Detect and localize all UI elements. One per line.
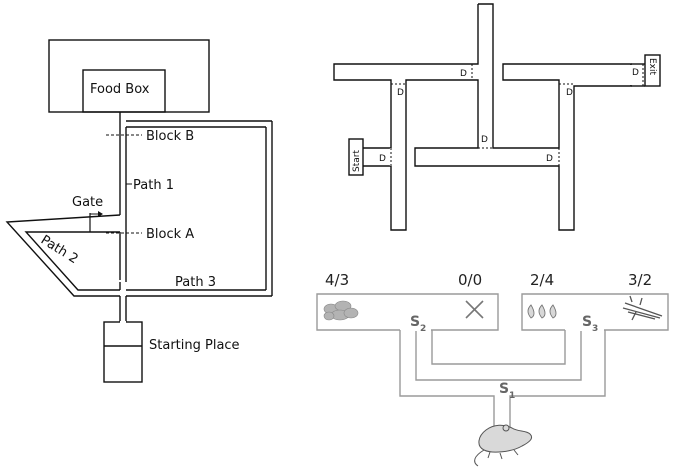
path-3-label: Path 3	[175, 275, 216, 290]
food-box-inner	[82, 69, 166, 113]
s3-label: S	[582, 314, 592, 330]
door-7: D	[632, 68, 639, 78]
gate-label: Gate	[72, 195, 103, 210]
value-2-4: 2/4	[530, 271, 554, 289]
choice-tree	[316, 293, 669, 432]
path-2-label: Path 2	[38, 233, 81, 267]
start-box	[348, 138, 364, 176]
rat-icon	[474, 424, 533, 467]
s1-label: S	[499, 381, 509, 397]
food-box-label: Food Box	[90, 82, 150, 97]
starting-place-box	[103, 321, 143, 383]
exit-label: Exit	[647, 58, 657, 76]
door-5: D	[546, 154, 553, 164]
cross-icon	[465, 300, 484, 319]
door-3: D	[379, 154, 386, 164]
s2-subscript: 2	[420, 324, 426, 334]
s2-label: S	[410, 314, 420, 330]
value-3-2: 3/2	[628, 271, 652, 289]
doors	[390, 64, 644, 166]
seeds-icon	[527, 304, 557, 319]
maze-panel-b	[333, 3, 661, 231]
door-6: D	[566, 88, 573, 98]
gate-arrowhead	[98, 211, 103, 217]
s1-subscript: 1	[509, 391, 515, 401]
start-label: Start	[352, 150, 362, 172]
exit-box	[644, 54, 661, 87]
maze-panel-a	[5, 39, 273, 383]
starting-place-label: Starting Place	[149, 338, 240, 353]
value-4-3: 4/3	[325, 271, 349, 289]
food-box-outer	[48, 39, 210, 113]
door-1: D	[460, 69, 467, 79]
door-4: D	[481, 135, 488, 145]
path-1-label: Path 1	[133, 178, 174, 193]
insect-icon	[622, 295, 663, 321]
block-a-label: Block A	[146, 227, 194, 242]
s3-subscript: 3	[592, 324, 598, 334]
value-0-0: 0/0	[458, 271, 482, 289]
door-2: D	[397, 88, 404, 98]
food-pellets-icon	[323, 300, 359, 321]
block-b-label: Block B	[146, 129, 194, 144]
